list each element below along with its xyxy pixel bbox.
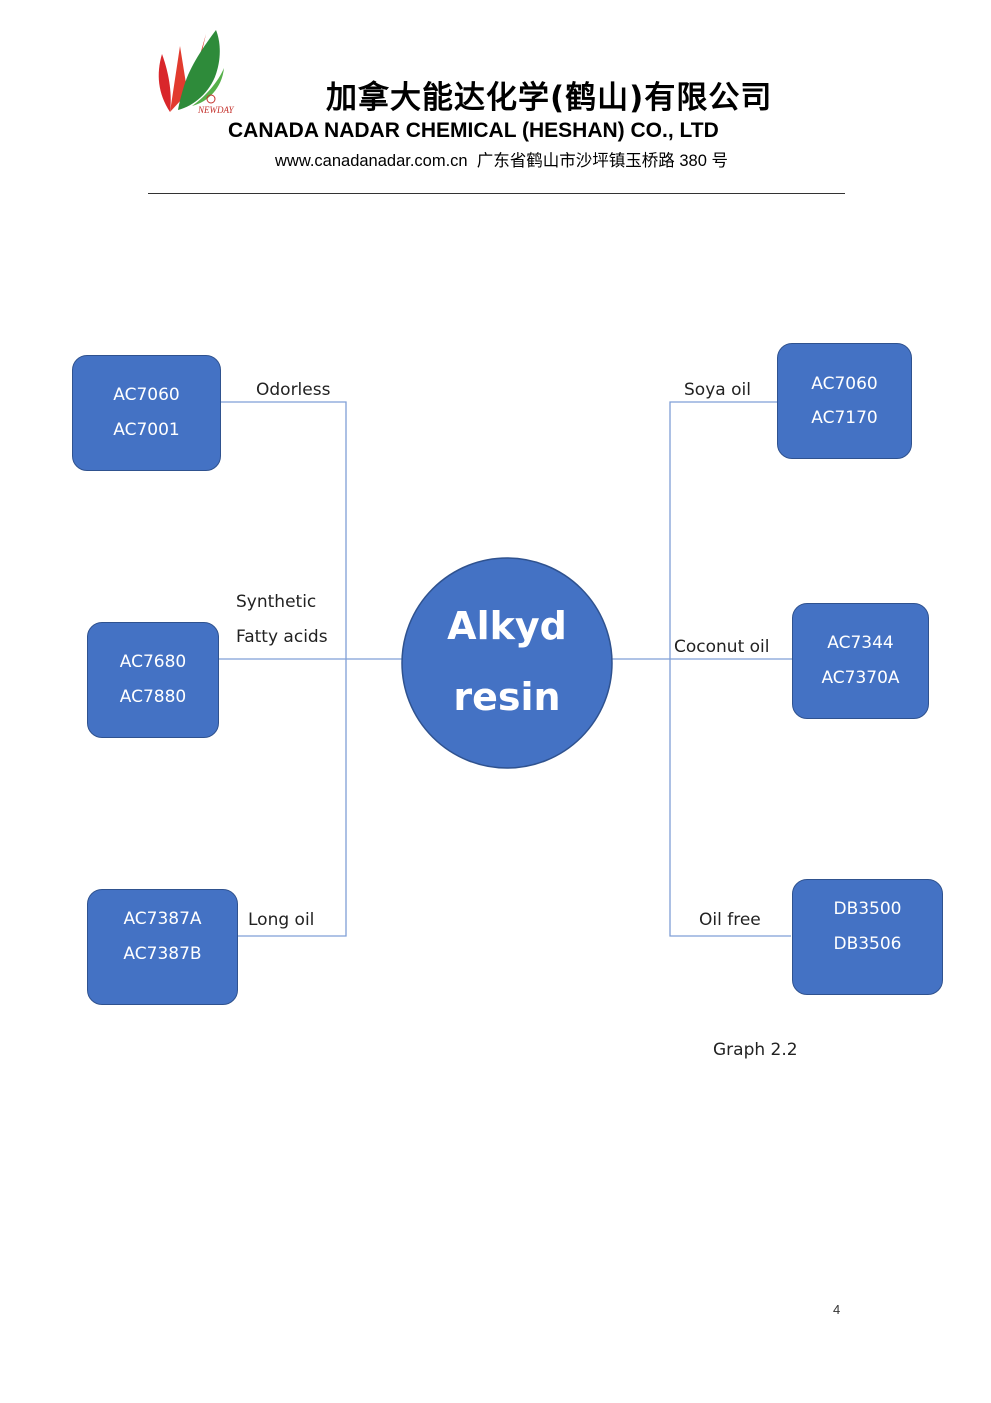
product-code: AC7060 — [811, 374, 878, 394]
logo-wordmark: NEWDAY — [197, 105, 234, 115]
product-code: AC7387A — [123, 909, 202, 929]
branch-label-fatty-acids: Fatty acids — [236, 627, 328, 647]
page-number: 4 — [833, 1302, 841, 1317]
node-long-oil[interactable]: AC7387A AC7387B — [87, 889, 238, 1005]
product-code: AC7880 — [119, 687, 187, 707]
branch-label-long-oil: Long oil — [248, 910, 315, 930]
contact-line: www.canadanadar.com.cn 广东省鹤山市沙坪镇玉桥路 380 … — [275, 147, 728, 171]
product-code: AC7387B — [123, 944, 202, 964]
branch-label-synthetic: Synthetic — [236, 592, 317, 612]
connector-left-odorless — [221, 401, 347, 937]
branch-label-soya-oil: Soya oil — [684, 380, 751, 400]
website-link[interactable]: www.canadanadar.com.cn — [275, 152, 468, 170]
company-address: 广东省鹤山市沙坪镇玉桥路 380 号 — [476, 152, 728, 170]
product-code: DB3500 — [833, 899, 902, 919]
product-code: AC7344 — [827, 633, 894, 653]
product-code: AC7680 — [119, 652, 187, 672]
header-divider — [148, 193, 845, 194]
branch-label-odorless: Odorless — [256, 380, 331, 400]
center-node — [401, 557, 613, 769]
figure-caption: Graph 2.2 — [713, 1040, 798, 1060]
product-code: DB3506 — [833, 934, 902, 954]
product-code: AC7370A — [821, 668, 900, 688]
product-code: AC7001 — [113, 420, 180, 440]
node-oil-free[interactable]: DB3500 DB3506 — [792, 879, 943, 995]
connector-right-soya — [669, 401, 791, 937]
company-name-chinese: 加拿大能达化学(鹤山)有限公司 — [326, 80, 773, 116]
branch-label-oil-free: Oil free — [699, 910, 761, 930]
company-name-english: CANADA NADAR CHEMICAL (HESHAN) CO., LTD — [228, 119, 719, 142]
node-soya-oil[interactable]: AC7060 AC7170 — [777, 343, 912, 459]
node-synthetic-fatty-acids[interactable]: AC7680 AC7880 — [87, 622, 219, 738]
product-code: AC7170 — [811, 408, 878, 428]
center-title-line1: Alkyd — [447, 604, 567, 648]
center-title-line2: resin — [453, 675, 561, 719]
product-code: AC7060 — [113, 385, 180, 405]
company-logo: NEWDAY — [158, 30, 234, 115]
node-odorless[interactable]: AC7060 AC7001 — [72, 355, 221, 471]
node-coconut-oil[interactable]: AC7344 AC7370A — [792, 603, 929, 719]
branch-label-coconut-oil: Coconut oil — [674, 637, 770, 657]
